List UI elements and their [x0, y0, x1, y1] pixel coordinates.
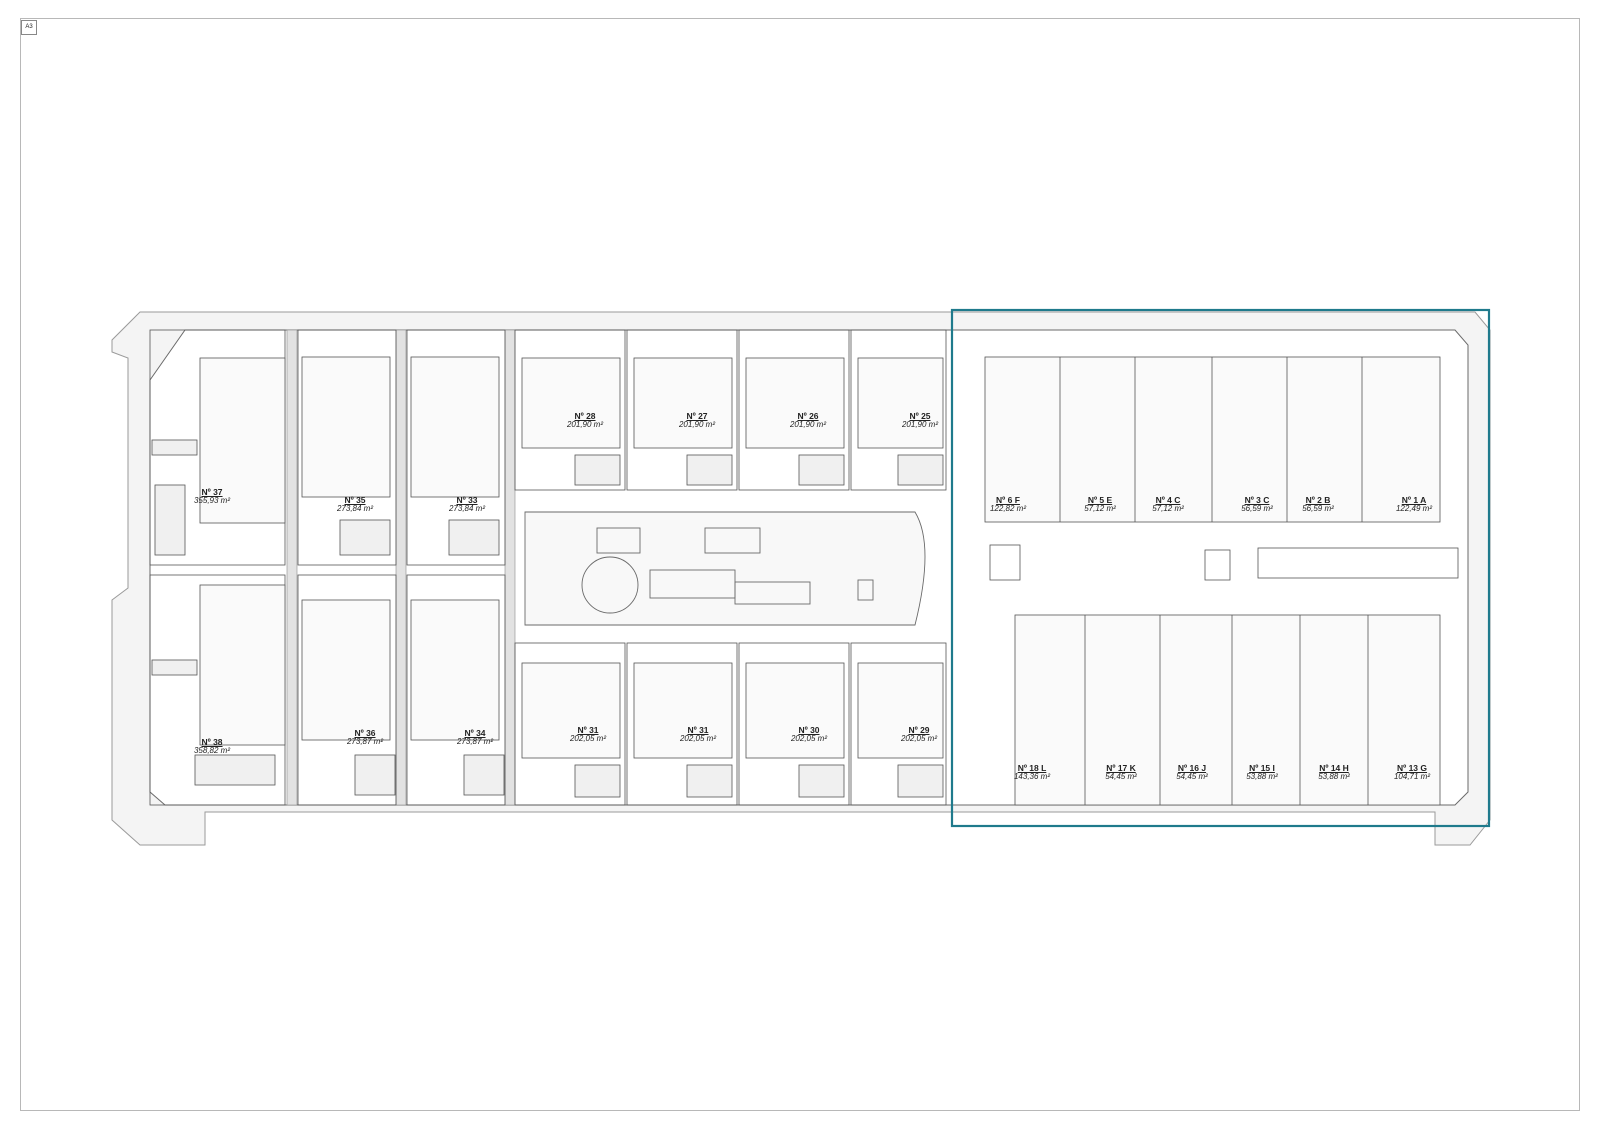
unit-area: 201,90 m²	[901, 420, 939, 430]
unit-area: 56,59 m²	[1241, 504, 1273, 514]
unit-number: Nº 1 A	[1401, 495, 1427, 505]
unit-area: 53,88 m²	[1318, 772, 1350, 782]
unit-area: 202,05 m²	[790, 734, 828, 744]
unit-number: Nº 29	[908, 725, 930, 735]
unit-number: Nº 2 B	[1305, 495, 1331, 505]
unit-number: Nº 15 I	[1249, 763, 1275, 773]
central-pool-area	[524, 511, 926, 626]
unit-number: Nº 36	[354, 728, 376, 738]
unit-area: 201,90 m²	[678, 420, 716, 430]
unit-area: 56,59 m²	[1302, 504, 1334, 514]
unit-area: 355,93 m²	[193, 496, 231, 506]
villa-block-left	[149, 329, 286, 806]
unit-area: 57,12 m²	[1084, 504, 1116, 514]
unit-area: 143,36 m²	[1013, 772, 1051, 782]
unit-area: 273,84 m²	[448, 504, 486, 514]
unit-number: Nº 31	[687, 725, 709, 735]
unit-number: Nº 3 C	[1244, 495, 1270, 505]
drawing-sheet-border	[20, 18, 1580, 1111]
unit-area: 201,90 m²	[566, 420, 604, 430]
unit-number: Nº 14 H	[1319, 763, 1349, 773]
unit-number: Nº 35	[344, 495, 366, 505]
unit-area: 122,49 m²	[1395, 504, 1433, 514]
unit-area: 202,05 m²	[569, 734, 607, 744]
unit-number: Nº 31	[577, 725, 599, 735]
sheet-size-tag: A3	[21, 20, 37, 35]
unit-number: Nº 33	[456, 495, 478, 505]
unit-number: Nº 30	[798, 725, 820, 735]
unit-number: Nº 16 J	[1177, 763, 1207, 773]
unit-number: Nº 4 C	[1155, 495, 1181, 505]
driveways	[286, 329, 516, 806]
unit-number: Nº 27	[686, 411, 708, 421]
unit-area: 104,71 m²	[1393, 772, 1431, 782]
unit-number: Nº 34	[464, 728, 486, 738]
unit-area: 57,12 m²	[1152, 504, 1184, 514]
highlight-frame	[950, 308, 1491, 828]
unit-area: 54,45 m²	[1105, 772, 1137, 782]
unit-number: Nº 37	[201, 487, 223, 497]
unit-number: Nº 38	[201, 737, 223, 747]
unit-number: Nº 6 F	[996, 495, 1020, 505]
unit-area: 273,84 m²	[336, 504, 374, 514]
unit-area: 202,05 m²	[679, 734, 717, 744]
unit-number: Nº 26	[797, 411, 819, 421]
unit-number: Nº 5 E	[1087, 495, 1113, 505]
unit-number: Nº 18 L	[1017, 763, 1047, 773]
unit-area: 53,88 m²	[1246, 772, 1278, 782]
unit-number: Nº 17 K	[1106, 763, 1136, 773]
apartment-block	[984, 356, 1459, 806]
unit-area: 201,90 m²	[789, 420, 827, 430]
unit-area: 358,82 m²	[193, 746, 231, 756]
unit-number: Nº 25	[909, 411, 931, 421]
unit-area: 122,82 m²	[989, 504, 1027, 514]
villa-row-bottom	[514, 642, 947, 806]
unit-area: 273,87 m²	[456, 737, 494, 747]
villa-row-top	[514, 329, 947, 491]
villa-block-middle	[297, 329, 506, 806]
unit-area: 202,05 m²	[900, 734, 938, 744]
unit-number: Nº 28	[574, 411, 596, 421]
unit-area: 54,45 m²	[1176, 772, 1208, 782]
unit-number: Nº 13 G	[1396, 763, 1428, 773]
unit-area: 273,87 m²	[346, 737, 384, 747]
